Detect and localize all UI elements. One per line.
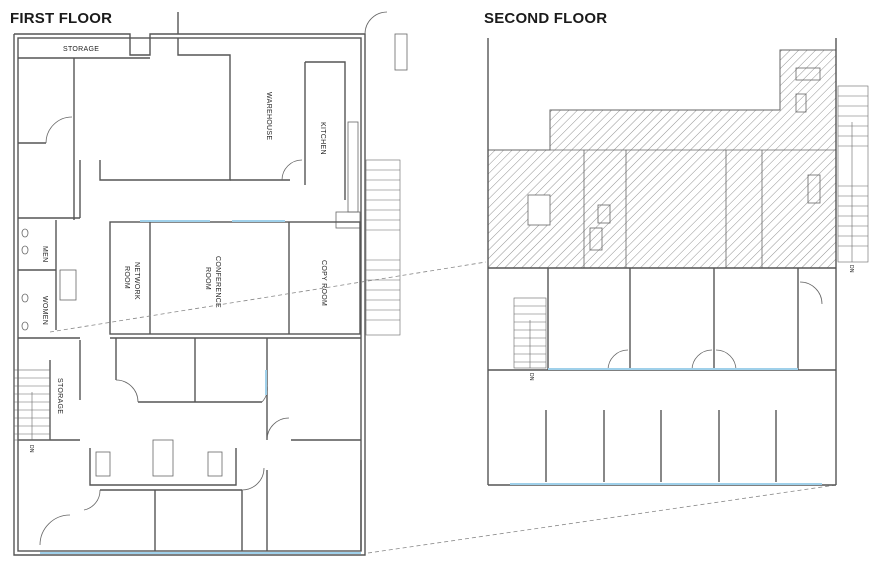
warehouse-label: WAREHOUSE [265, 92, 272, 140]
second-floor-plan: DN DN [487, 38, 869, 486]
hatched-roof-area [487, 49, 837, 269]
first-floor-inner-wall [17, 37, 362, 552]
projection-line-top [49, 261, 487, 333]
network-room-label-line1: NETWORK [133, 262, 140, 300]
men-label: MEN [41, 246, 48, 262]
second-floor-stair-dn-right: DN [848, 265, 854, 273]
first-floor-heading: FIRST FLOOR [10, 10, 113, 27]
exterior-stair [365, 159, 401, 336]
door-arc [45, 116, 73, 144]
first-floor-plan: STORAGE WAREHOUSE KITCHEN MEN WOMEN NETW… [13, 11, 408, 556]
conference-room-label-line1: CONFERENCE [214, 256, 221, 308]
storage-top-label: STORAGE [63, 46, 99, 53]
women-label: WOMEN [41, 296, 48, 325]
kitchen-label: KITCHEN [319, 122, 326, 155]
second-floor-stair [513, 297, 547, 369]
copy-room-label: COPY ROOM [320, 260, 327, 306]
first-floor-stair-dn: DN [28, 445, 34, 453]
projection-line-bottom [367, 484, 837, 554]
second-floor-exterior-stair [837, 85, 869, 263]
second-floor-heading: SECOND FLOOR [484, 10, 608, 27]
network-room-label-line2: ROOM [123, 266, 130, 289]
first-floor-outer-wall [13, 12, 366, 556]
first-floor-stair [13, 369, 51, 441]
conference-room-label-line2: ROOM [204, 267, 211, 290]
second-floor-stair-dn-left: DN [528, 373, 534, 381]
storage-left-label: STORAGE [56, 378, 63, 414]
